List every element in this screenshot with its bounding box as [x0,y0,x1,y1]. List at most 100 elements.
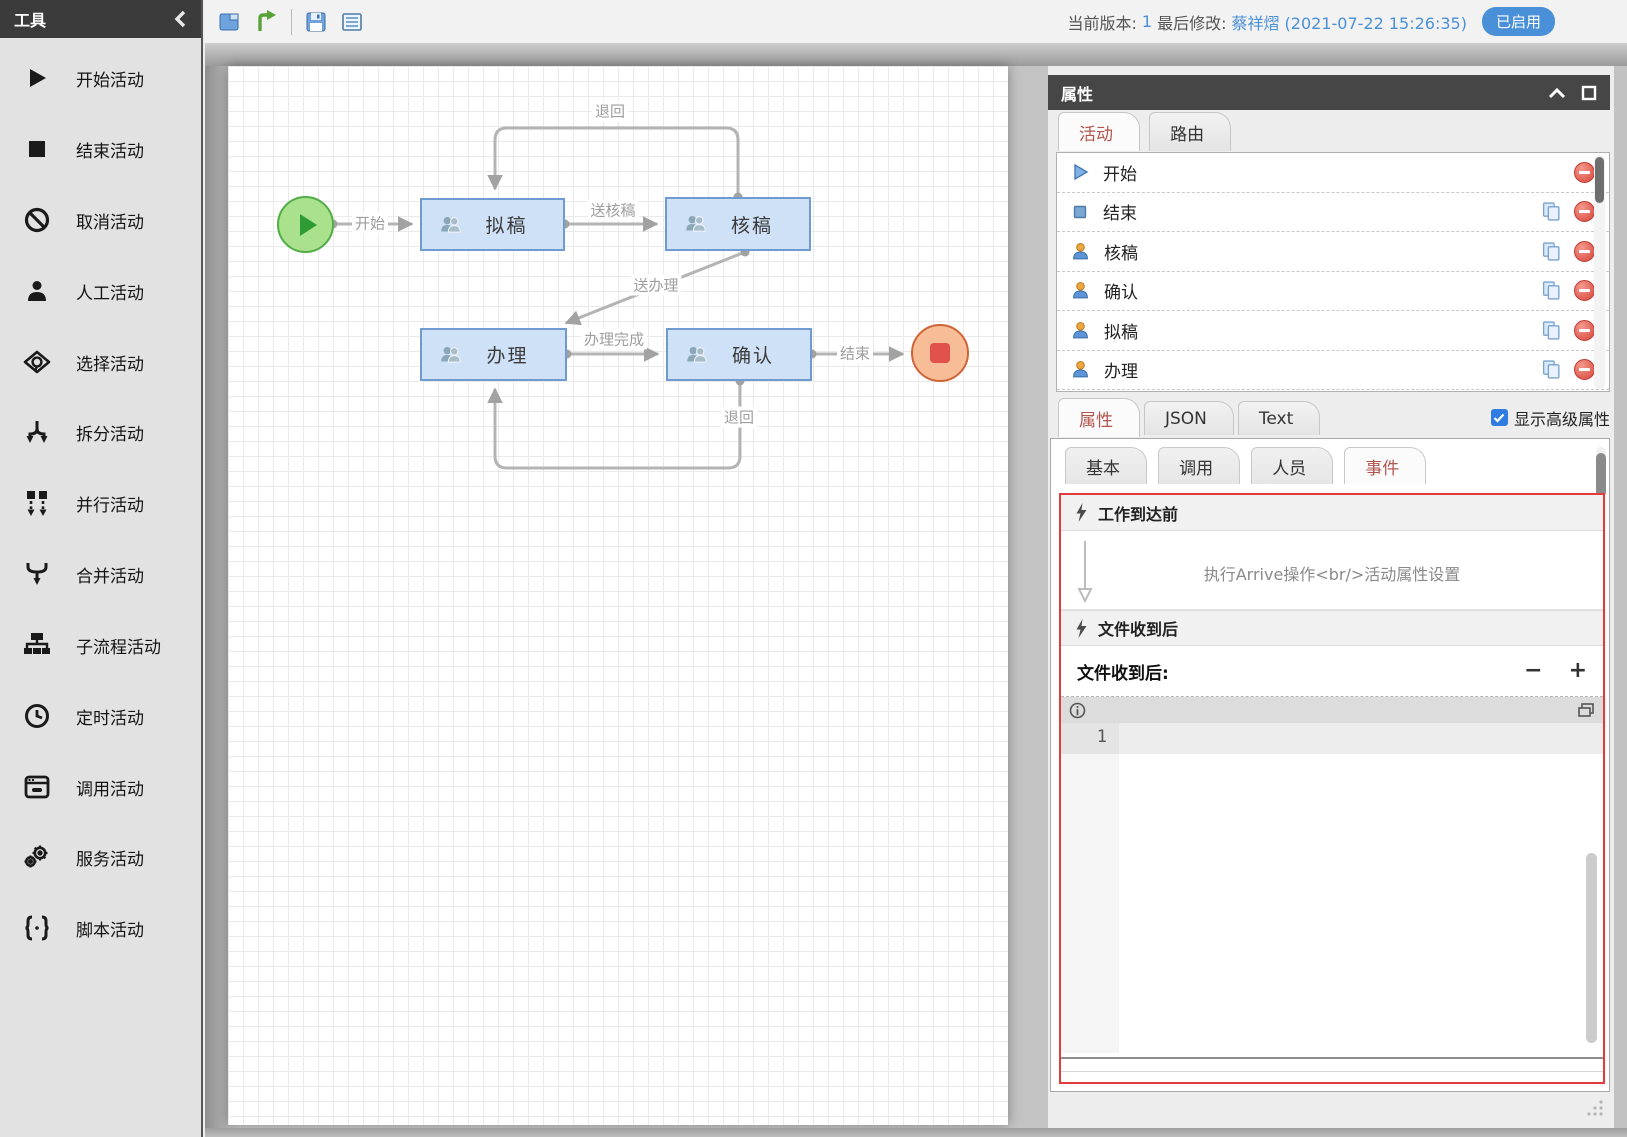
users-icon [686,215,706,232]
tab-events[interactable]: 事件 [1344,447,1427,484]
tab-json[interactable]: JSON [1144,400,1234,435]
call-icon [22,775,52,799]
bottom-strip [205,1128,1627,1137]
tools-header: 工具 [0,0,201,38]
collapse-up-icon[interactable] [1547,86,1567,100]
tab-activity[interactable]: 活动 [1058,112,1140,151]
tool-subprocess-activity[interactable]: 子流程活动 [0,623,201,667]
user-activity-icon [1073,242,1088,260]
tool-choice-activity[interactable]: 选择活动 [0,340,201,384]
delete-icon[interactable] [1574,319,1595,341]
node-queren[interactable]: 确认 [666,328,812,381]
editor-horizontal-scrollbar[interactable] [1061,1057,1603,1072]
stop-icon [930,343,950,363]
tool-label: 并行活动 [76,495,144,516]
list-item[interactable]: 结束 [1057,193,1609,232]
activity-list-scrollbar[interactable] [1594,155,1605,389]
user-activity-icon [1073,321,1088,339]
node-banli[interactable]: 办理 [420,328,567,381]
tool-label: 定时活动 [76,708,144,729]
copy-icon[interactable] [1541,280,1562,301]
edge-label: 退回 [591,100,629,122]
after-receive-section[interactable]: 文件收到后 [1061,610,1603,646]
node-hegao[interactable]: 核稿 [665,197,811,251]
tool-end-activity[interactable]: 结束活动 [0,127,201,171]
tab-invoke[interactable]: 调用 [1158,447,1241,484]
list-item[interactable]: 核稿 [1057,232,1609,272]
version-label: 当前版本: [1067,13,1137,33]
tool-label: 合并活动 [76,566,144,587]
list-item[interactable]: 开始 [1057,153,1609,193]
edge-label: 开始 [351,212,389,234]
editor-active-line[interactable] [1119,723,1603,754]
copy-icon[interactable] [1541,201,1562,222]
delete-icon[interactable] [1574,359,1595,381]
scrollbar-thumb[interactable] [1596,453,1606,497]
tab-personnel[interactable]: 人员 [1251,447,1334,484]
list-item-label: 确认 [1104,283,1138,304]
delete-icon[interactable] [1574,161,1595,183]
tool-service-activity[interactable]: 服务活动 [0,835,201,879]
form-icon[interactable] [340,10,364,34]
add-script-button[interactable]: + [1568,658,1587,683]
tab-properties[interactable]: 属性 [1058,398,1140,437]
copy-icon[interactable] [1541,320,1562,341]
list-item[interactable]: 确认 [1057,272,1609,311]
new-icon[interactable] [217,10,241,34]
editor-scrollbar-thumb[interactable] [1586,853,1597,1043]
info-icon[interactable] [1069,702,1086,719]
tool-split-activity[interactable]: 拆分活动 [0,410,201,454]
detail-tabs: 基本 调用 人员 事件 [1065,447,1432,484]
properties-title: 属性 [1061,84,1094,104]
delete-icon[interactable] [1574,201,1595,223]
tool-start-activity[interactable]: 开始活动 [0,56,201,100]
modified-author-date[interactable]: 蔡祥熠 (2021-07-22 15:26:35) [1231,13,1467,33]
resize-grip[interactable] [1584,1097,1604,1117]
start-node[interactable] [277,196,334,253]
deploy-icon[interactable] [253,9,277,34]
end-node[interactable] [911,324,969,382]
version-bar: 当前版本: 1 最后修改: 蔡祥熠 (2021-07-22 15:26:35) … [1067,7,1627,36]
lightning-icon [1076,618,1087,638]
flow-canvas[interactable]: 开始 送核稿 退回 送办理 办理完成 结束 退回 拟稿 核稿 办理 确 [228,66,1008,1125]
tab-route[interactable]: 路由 [1149,112,1232,151]
tool-timer-activity[interactable]: 定时活动 [0,694,201,738]
copy-icon[interactable] [1541,241,1562,262]
editor-body[interactable]: 1 [1061,723,1603,1053]
before-arrive-body: 执行Arrive操作<br/>活动属性设置 [1061,531,1603,610]
chevron-left-icon[interactable] [173,10,187,28]
list-item[interactable]: 办理 [1057,351,1609,390]
toolbar-shadow [205,43,1627,66]
save-icon[interactable] [304,10,328,34]
before-arrive-section[interactable]: 工作到达前 [1061,495,1603,531]
remove-script-button[interactable]: − [1524,658,1543,683]
windows-icon[interactable] [1577,702,1595,718]
tool-merge-activity[interactable]: 合并活动 [0,552,201,596]
lightning-icon [1076,503,1087,522]
delete-icon[interactable] [1574,280,1595,302]
activity-list: 开始 结束 核稿 确认 拟 [1056,152,1610,392]
tool-cancel-activity[interactable]: 取消活动 [0,198,201,242]
advanced-properties-toggle[interactable]: 显示高级属性 [1490,406,1610,430]
delete-icon[interactable] [1574,240,1595,262]
node-nigao[interactable]: 拟稿 [420,198,565,251]
ban-icon [22,207,52,233]
scrollbar-thumb[interactable] [1595,157,1604,203]
tool-manual-activity[interactable]: 人工活动 [0,269,201,313]
tab-basic[interactable]: 基本 [1065,447,1147,484]
tool-script-activity[interactable]: 脚本活动 [0,906,201,950]
node-label: 核稿 [730,214,773,237]
field-label: 文件收到后: [1077,663,1169,684]
tab-text[interactable]: Text [1237,400,1321,435]
checkbox-checked-icon[interactable] [1490,409,1508,426]
copy-icon[interactable] [1541,359,1562,380]
tool-parallel-activity[interactable]: 并行活动 [0,481,201,525]
status-badge[interactable]: 已启用 [1481,7,1555,36]
edge-label: 送核稿 [587,199,639,221]
maximize-icon[interactable] [1581,85,1597,101]
edge-label: 送办理 [630,274,682,296]
list-item[interactable]: 拟稿 [1057,311,1609,351]
start-activity-icon [1074,164,1089,181]
tool-call-activity[interactable]: 调用活动 [0,765,201,809]
canvas-workspace: 开始 送核稿 退回 送办理 办理完成 结束 退回 拟稿 核稿 办理 确 [205,66,1048,1128]
